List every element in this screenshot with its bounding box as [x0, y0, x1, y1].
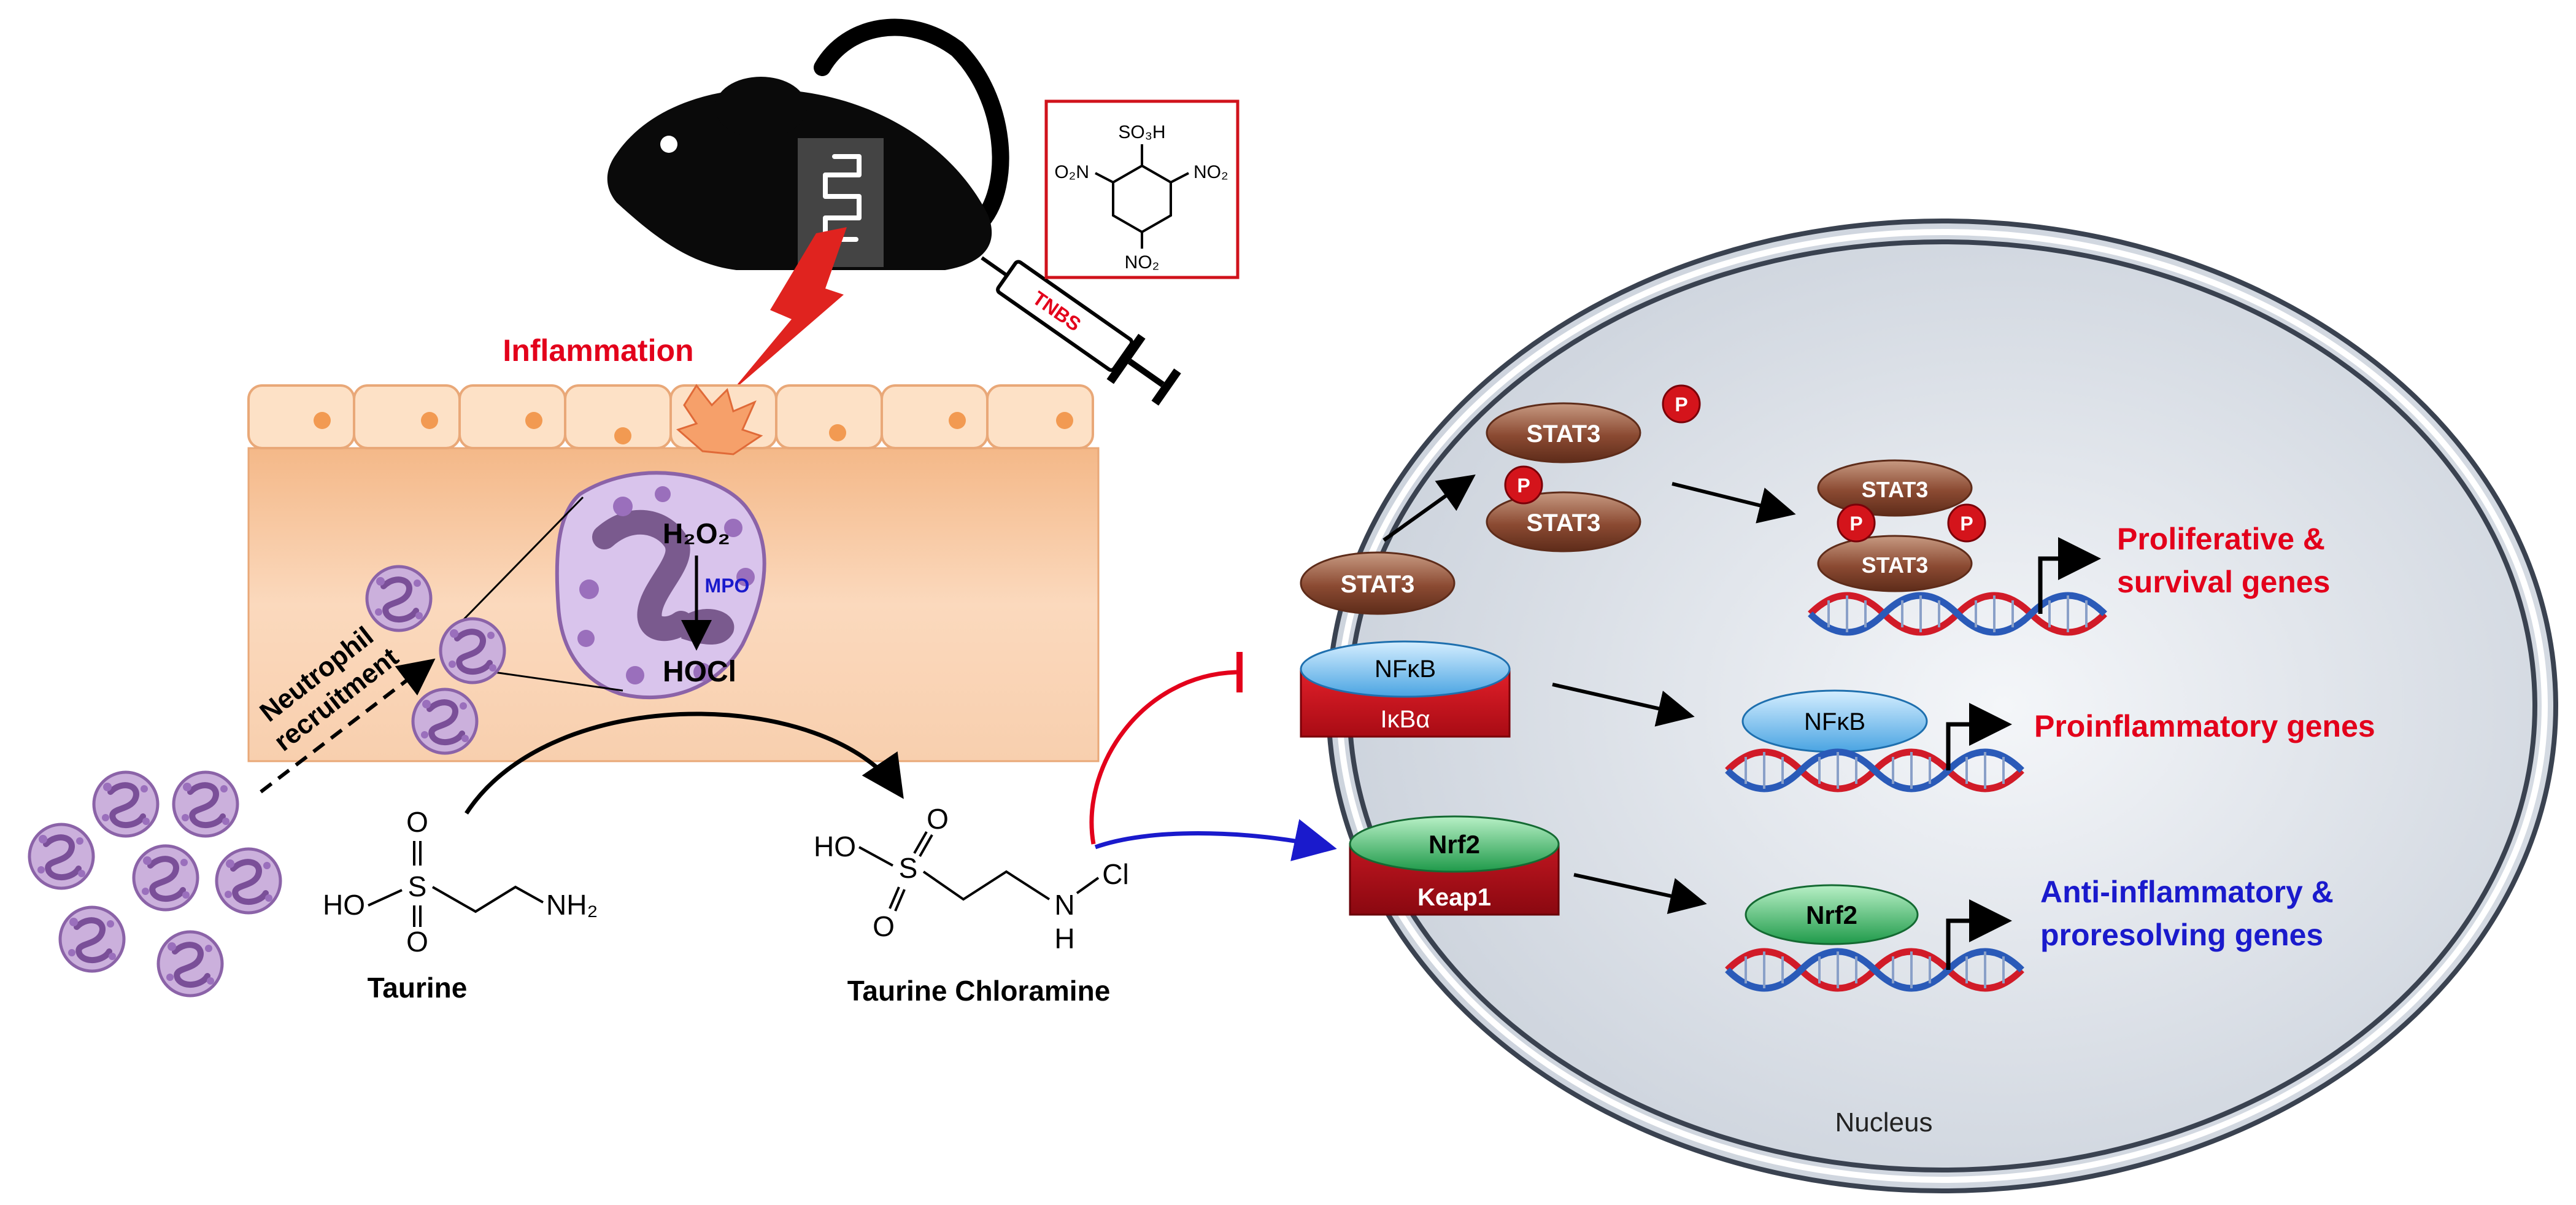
neutrophil-icon — [367, 567, 431, 630]
survival-genes-label: survival genes — [2117, 565, 2330, 599]
stat3-phospho-lower: STAT3 P — [1486, 465, 1641, 552]
neutrophil-icon — [174, 772, 237, 836]
phospho-label: P — [1517, 475, 1530, 497]
taurine-o-bottom: O — [406, 926, 428, 958]
tnbs-no2-left-label: O₂N — [1054, 162, 1089, 182]
hocl-label: HOCl — [663, 656, 736, 688]
lightning-bolt-icon — [730, 227, 847, 393]
taurine-label: Taurine — [368, 972, 468, 1004]
phospho-label: P — [1849, 513, 1862, 535]
taurine-structure: HO S O O NH₂ Taurine — [323, 806, 598, 1004]
neutrophil-icon — [158, 932, 222, 996]
activation-arrow — [1094, 819, 1337, 861]
taurine-chloramine-label: Taurine Chloramine — [847, 975, 1111, 1007]
mpo-label: MPO — [705, 575, 750, 597]
tnbs-so3h-label: SO₃H — [1118, 122, 1165, 142]
tnbs-no2-right-label: NO₂ — [1194, 162, 1228, 182]
nucleus-label: Nucleus — [1835, 1107, 1933, 1137]
taurine-nh2: NH₂ — [546, 889, 598, 921]
nucleus: Nucleus — [1326, 219, 2558, 1193]
stat3-phospho-upper: STAT3 P — [1486, 384, 1701, 463]
nfkb-nuclear: NFκB — [1741, 689, 1928, 753]
stat3-inactive-label: STAT3 — [1341, 571, 1415, 598]
nrf2-cyto-label: Nrf2 — [1429, 830, 1480, 859]
neutrophil-icon — [441, 619, 504, 683]
taurine-s: S — [408, 870, 427, 902]
tauc-cl: Cl — [1102, 858, 1128, 890]
stat3-dimer-top-label: STAT3 — [1862, 477, 1929, 502]
taurine-chloramine-structure: HO S O O N H Cl Taurine Chloramine — [814, 803, 1129, 1007]
mouse-icon — [607, 18, 1009, 270]
inflammation-label: Inflammation — [503, 333, 693, 368]
phospho-label: P — [1960, 513, 1973, 535]
inhibition-arrow — [1089, 670, 1237, 845]
neutrophil-icon — [134, 846, 198, 910]
stat3-dimer: STAT3 STAT3 P P — [1817, 459, 1986, 592]
keap1-label: Keap1 — [1417, 884, 1491, 911]
taurine-ho: HO — [323, 889, 365, 921]
anti-inflammatory-genes-label: Anti-inflammatory & — [2040, 875, 2334, 909]
stat3-lower-label: STAT3 — [1527, 510, 1601, 537]
nrf2-nuclear-label: Nrf2 — [1806, 901, 1857, 929]
stat3-dimer-bottom-label: STAT3 — [1862, 552, 1929, 578]
proinflammatory-genes-label: Proinflammatory genes — [2034, 709, 2375, 743]
stat3-upper-label: STAT3 — [1527, 420, 1601, 448]
syringe-icon: TNBS — [981, 256, 1181, 406]
neutrophil-icon — [60, 907, 124, 971]
ikba-label: IκBα — [1381, 706, 1430, 733]
h2o2-label: H₂O₂ — [663, 517, 730, 549]
tnbs-structure-box: SO₃H O₂N NO₂ NO₂ — [1044, 99, 1240, 279]
nrf2-nuclear: Nrf2 — [1745, 884, 1919, 945]
tauc-o-top: O — [927, 803, 949, 835]
neutrophil-icon — [413, 689, 477, 753]
tauc-o-bottom: O — [873, 910, 895, 942]
tauc-h: H — [1054, 923, 1074, 955]
stat3-inactive: STAT3 — [1300, 551, 1456, 615]
phospho-label: P — [1675, 393, 1687, 416]
taurine-conversion-arrow — [465, 711, 904, 815]
tauc-ho: HO — [814, 831, 856, 862]
neutrophil-icon — [217, 849, 280, 913]
neutrophil-icon — [29, 824, 93, 888]
phospho-badge — [1504, 465, 1543, 505]
neutrophil-icon — [94, 772, 158, 836]
proliferative-genes-label: Proliferative & — [2117, 522, 2325, 556]
nfkb-ikba-complex: NFκB IκBα — [1300, 640, 1511, 738]
nfkb-nuclear-label: NFκB — [1804, 708, 1865, 735]
tnbs-no2-bottom-label: NO₂ — [1125, 252, 1160, 273]
phospho-badge — [1662, 384, 1701, 424]
nrf2-keap1-complex: Nrf2 Keap1 — [1349, 815, 1560, 916]
taurine-o-top: O — [406, 806, 428, 838]
proresolving-genes-label: proresolving genes — [2040, 918, 2323, 952]
tauc-n: N — [1054, 889, 1074, 921]
nfkb-cyto-label: NFκB — [1375, 656, 1436, 683]
tauc-s: S — [899, 852, 918, 884]
